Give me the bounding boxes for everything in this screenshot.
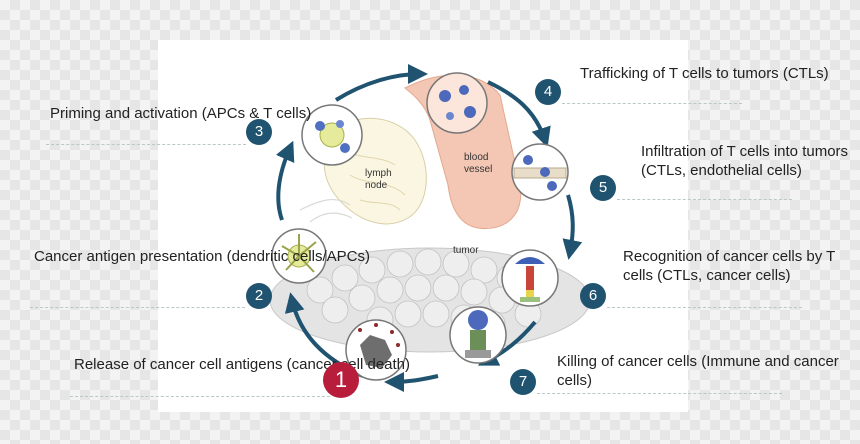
cell-circle-trafficking xyxy=(426,72,488,134)
blood-vessel-label-line-2: vessel xyxy=(464,164,492,175)
step-1-badge: 1 xyxy=(323,362,359,398)
step-4-leader-line xyxy=(562,103,742,104)
step-3-label: Priming and activation (APCs & T cells) xyxy=(50,105,312,122)
lymph-node-label-line-1: lymph xyxy=(365,168,392,179)
step-1-leader-line xyxy=(70,396,330,397)
step-7-label: Killing of cancer cells (Immune and canc… xyxy=(557,353,839,389)
step-2-badge: 2 xyxy=(246,283,272,309)
step-5-badge: 5 xyxy=(590,175,616,201)
step-4-label: Trafficking of T cells to tumors (CTLs) xyxy=(580,65,829,82)
organ-label-blood-vessel: blood vessel xyxy=(464,152,492,175)
step-2-leader-line xyxy=(30,307,245,308)
step-3-badge: 3 xyxy=(246,119,272,145)
cell-circle-recognition xyxy=(501,249,559,307)
step-7-leader-line xyxy=(537,393,782,394)
step-4-badge: 4 xyxy=(535,79,561,105)
step-5-label: Infiltration of T cells into tumors (CTL… xyxy=(641,143,849,179)
step-6-label: Recognition of cancer cells by T cells (… xyxy=(623,248,836,284)
lymph-node-label-line-2: node xyxy=(365,180,388,191)
cell-circle-priming xyxy=(301,104,363,166)
blood-vessel-label-line-1: blood xyxy=(464,152,488,163)
step-7-badge: 7 xyxy=(510,369,536,395)
step-1-label: Release of cancer cell antigens (cancer … xyxy=(74,356,411,373)
step-5-leader-line xyxy=(617,199,792,200)
organ-label-tumor: tumor xyxy=(453,245,479,256)
cell-circle-release xyxy=(345,319,407,381)
step-2-label: Cancer antigen presentation (dendritic c… xyxy=(34,248,370,265)
cell-circle-antigen-presentation xyxy=(271,228,327,284)
organ-label-lymph-node: lymph node xyxy=(365,168,394,191)
cell-circle-infiltration xyxy=(511,143,569,201)
step-6-leader-line xyxy=(607,307,802,308)
cell-circle-killing xyxy=(449,306,507,364)
step-3-leader-line xyxy=(46,144,246,145)
step-6-badge: 6 xyxy=(580,283,606,309)
